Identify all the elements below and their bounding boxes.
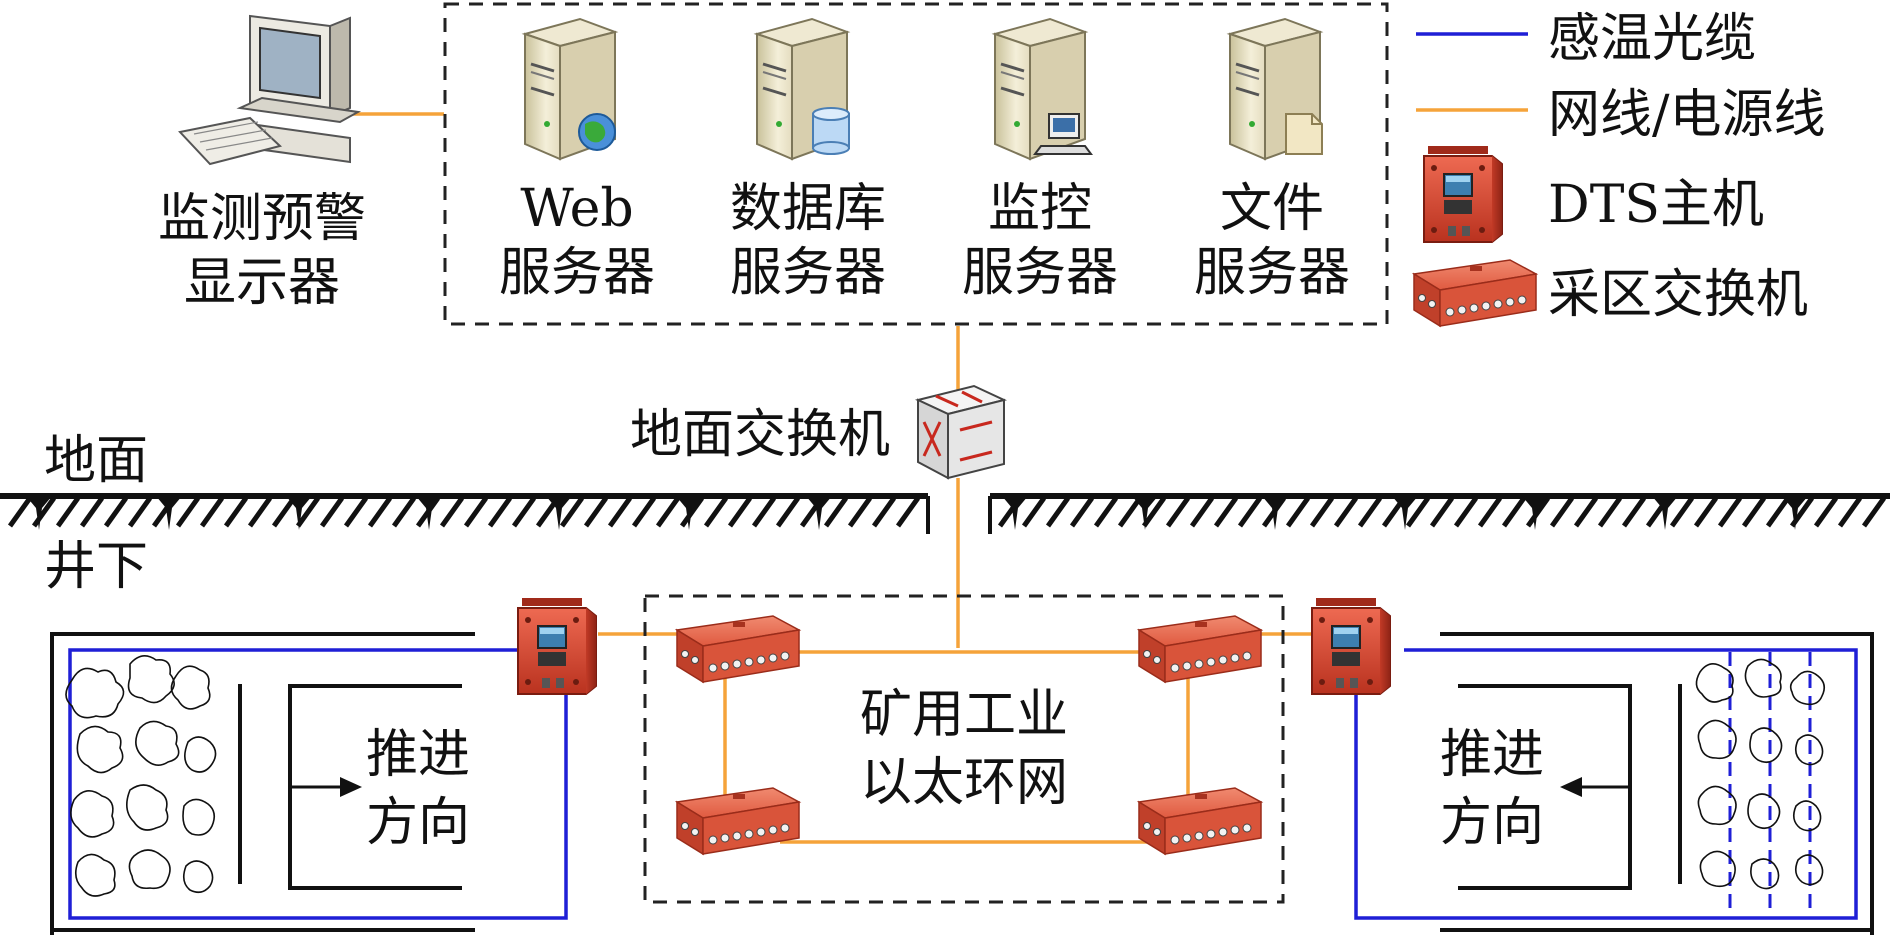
zone-switch-bottom-right: [1138, 787, 1262, 855]
workstation-icon: [1033, 113, 1093, 155]
right-advance-label-1: 推进: [1440, 725, 1544, 785]
dts-host-right: [1311, 597, 1391, 695]
right-goaf-rocks: [1695, 658, 1826, 890]
server-file-label-2: 服务器: [1194, 243, 1350, 303]
file-icon: [1285, 113, 1323, 155]
server-monitor-label-2: 服务器: [962, 243, 1118, 303]
zone-switch-bottom-left: [676, 787, 800, 855]
ground-switch-icon: [915, 384, 1007, 480]
legend-fiber-label: 感温光缆: [1548, 9, 1756, 69]
left-arrow-icon: [340, 777, 362, 797]
ground-line-right: [988, 493, 1890, 534]
left-working-face: 推进 方向: [50, 632, 568, 935]
dts-host-left: [517, 597, 597, 695]
right-working-face: 推进 方向: [1354, 632, 1874, 935]
server-web-label-1: Web: [520, 179, 633, 239]
legend-dts-label: DTS主机: [1548, 175, 1764, 235]
left-advance-label-1: 推进: [366, 725, 470, 785]
ring-label-2: 以太环网: [860, 753, 1068, 813]
server-database-label-1: 数据库: [730, 179, 886, 239]
ground-line-left: [0, 493, 930, 534]
right-arrow-icon: [1560, 777, 1582, 797]
ground-switch-label: 地面交换机: [630, 405, 890, 465]
ring-label-1: 矿用工业: [860, 685, 1068, 745]
left-goaf-rocks: [65, 655, 217, 897]
server-web: [523, 17, 617, 161]
legend-zone-switch-label: 采区交换机: [1548, 265, 1808, 325]
surface-label: 地面: [44, 431, 148, 491]
zone-switch-top-right: [1138, 615, 1262, 683]
legend-dts-icon: [1423, 145, 1503, 243]
zone-switch-top-left: [676, 615, 800, 683]
right-fiber-loop: [1354, 648, 1858, 920]
server-monitor: [993, 17, 1093, 161]
database-icon: [812, 107, 850, 155]
server-file-label-1: 文件: [1220, 179, 1324, 239]
server-web-label-2: 服务器: [499, 243, 655, 303]
monitor-label-1: 监测预警: [158, 189, 366, 249]
legend-netline-label: 网线/电源线: [1548, 85, 1826, 145]
monitor-computer-icon: [178, 14, 362, 166]
legend-zone-switch-icon: [1413, 259, 1537, 327]
underground-label: 井下: [44, 537, 148, 597]
legend: 感温光缆 网线/电源线 DTS主机 采区交换机: [1413, 9, 1826, 327]
server-room-box: [443, 2, 1389, 326]
left-fiber-loop: [68, 648, 568, 920]
network-lines: [350, 108, 1528, 844]
monitor-label-2: 显示器: [184, 253, 340, 313]
ethernet-ring-box: [643, 594, 1285, 904]
server-file: [1228, 17, 1323, 161]
server-labels: Web 服务器 数据库 服务器 监控 服务器 文件 服务器: [499, 179, 1350, 303]
globe-icon: [578, 113, 616, 151]
server-database-label-2: 服务器: [730, 243, 886, 303]
server-monitor-label-1: 监控: [988, 179, 1092, 239]
right-advance-label-2: 方向: [1440, 793, 1544, 853]
server-database: [755, 17, 850, 161]
left-advance-label-2: 方向: [366, 793, 470, 853]
